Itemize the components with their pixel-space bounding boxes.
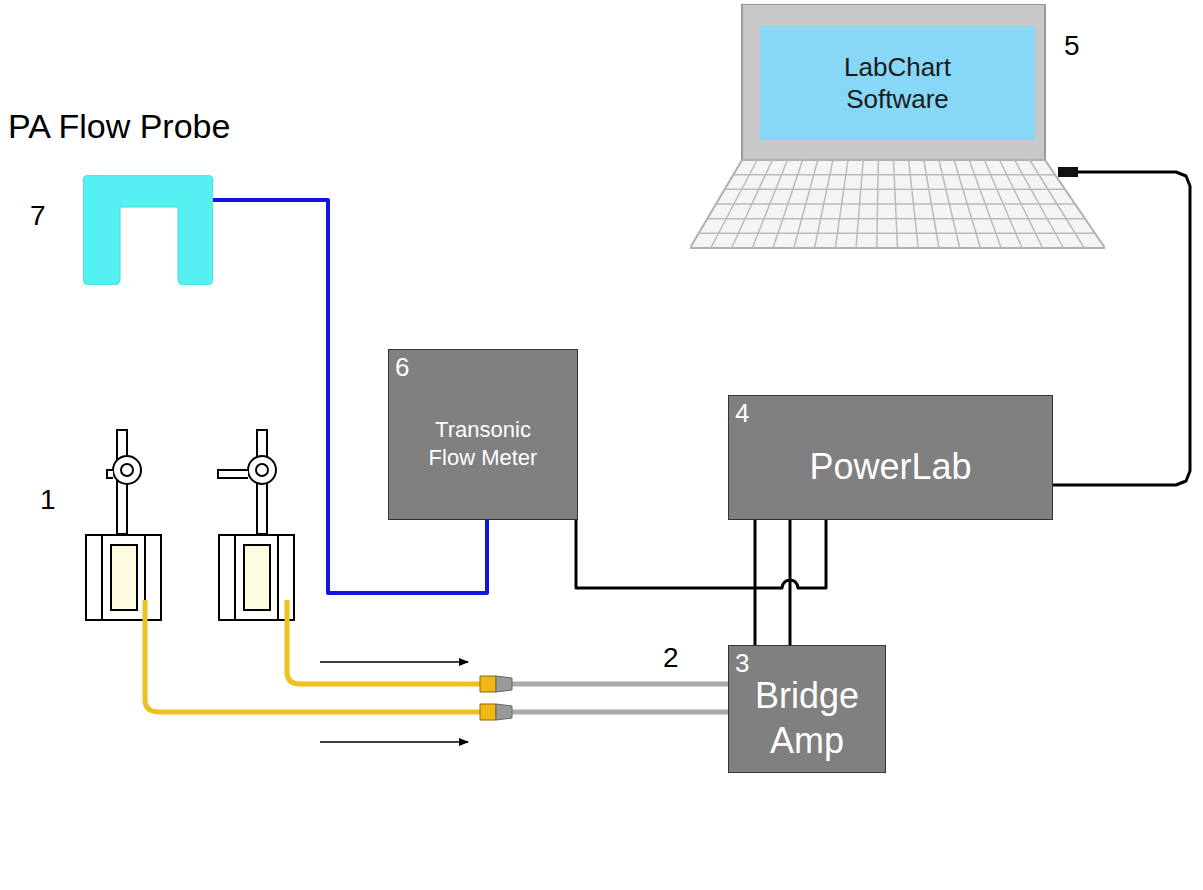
flow-probe: PA Flow Probe <box>83 175 213 285</box>
software-name: LabChart Software <box>823 51 973 116</box>
cable <box>789 520 792 645</box>
laptop-computer: LabChart Software <box>690 4 1105 250</box>
probe-heading: PA Flow Probe <box>8 107 230 146</box>
pressure-transducer <box>86 430 161 620</box>
callout-number: 2 <box>663 642 679 674</box>
device-box: 4PowerLab <box>728 395 1053 520</box>
pressure-transducer <box>218 430 294 620</box>
callout-number: 5 <box>1064 30 1080 62</box>
callout-number: 3 <box>735 648 749 679</box>
callout-number: 1 <box>40 484 56 516</box>
probe-outline <box>83 175 213 285</box>
cable <box>754 520 757 645</box>
device-name: Bridge Amp <box>735 673 879 763</box>
device-name: Transonic Flow Meter <box>418 416 548 471</box>
cable-connector <box>480 676 512 720</box>
device-box: 3Bridge Amp <box>728 645 886 773</box>
device-name: PowerLab <box>809 444 971 489</box>
signal-arrow <box>320 662 468 742</box>
device-box: 6Transonic Flow Meter <box>388 349 578 520</box>
callout-number: 6 <box>395 352 409 383</box>
callout-number: 7 <box>30 200 46 232</box>
callout-number: 4 <box>735 398 749 429</box>
laptop-screen: LabChart Software <box>760 26 1035 140</box>
transducer-cable <box>145 600 795 773</box>
